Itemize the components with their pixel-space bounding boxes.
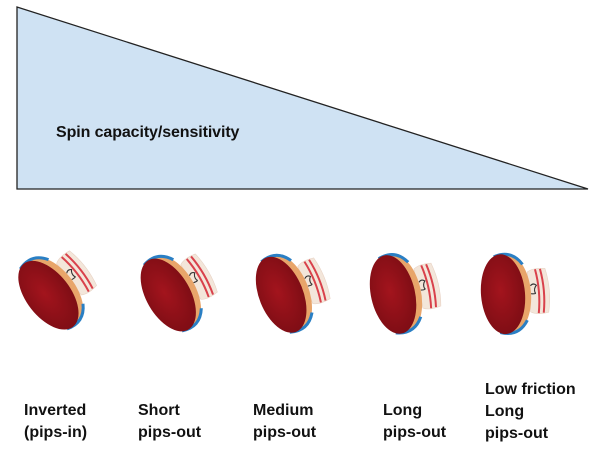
paddle-illustration (255, 253, 331, 334)
paddle-medium-pips (233, 232, 353, 352)
label-line: (pips-in) (24, 424, 88, 441)
paddle-illustration (480, 252, 550, 335)
triangle-shape (16, 6, 589, 190)
label-short-pips: Short pips-out (138, 400, 201, 444)
label-line: pips-out (253, 424, 317, 441)
label-line: pips-out (138, 424, 202, 441)
paddle-illustration (18, 250, 97, 331)
label-line: Long (383, 402, 423, 419)
label-line: Long (485, 403, 525, 420)
paddle-short-pips (120, 232, 240, 352)
label-medium-pips: Medium pips-out (253, 400, 316, 444)
label-low-friction-long-pips: Low friction Long pips-out (485, 379, 576, 445)
label-line: Medium (253, 402, 314, 419)
label-inverted: Inverted (pips-in) (24, 400, 87, 444)
paddle-low-friction-long-pips (455, 232, 575, 352)
paddle-long-pips (345, 232, 465, 352)
label-long-pips: Long pips-out (383, 400, 446, 444)
label-line: pips-out (383, 424, 447, 441)
paddle-inverted (0, 232, 120, 352)
spin-capacity-label: Spin capacity/sensitivity (56, 124, 240, 141)
label-line: pips-out (485, 425, 549, 442)
spin-gradient-triangle (16, 6, 589, 190)
label-line: Low friction (485, 381, 576, 398)
paddle-illustration (140, 253, 218, 333)
label-line: Inverted (24, 402, 87, 419)
label-line: Short (138, 402, 180, 419)
paddle-illustration (369, 253, 442, 335)
